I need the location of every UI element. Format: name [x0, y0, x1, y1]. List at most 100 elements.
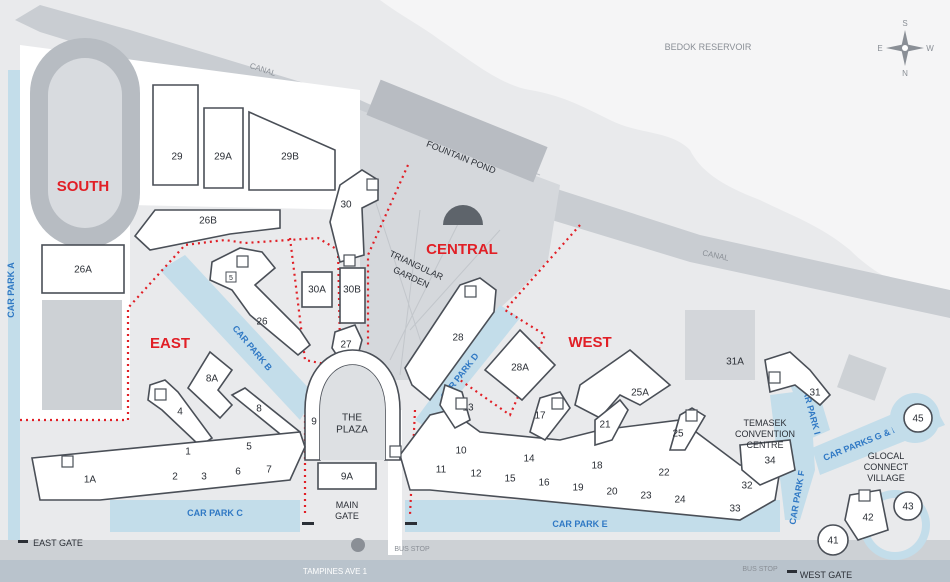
building-41[interactable]: 41: [817, 524, 849, 556]
the-plaza[interactable]: THE PLAZA: [304, 349, 401, 461]
svg-text:5: 5: [229, 275, 233, 282]
building-25a[interactable]: 25A: [574, 348, 672, 420]
temasek-convention-centre[interactable]: TEMASEK CONVENTION CENTRE 34: [735, 418, 796, 486]
building-10[interactable]: 10: [455, 446, 467, 457]
building-5[interactable]: 5: [246, 442, 252, 453]
building-18[interactable]: 18: [591, 461, 603, 472]
car-park-c[interactable]: [110, 500, 300, 532]
svg-text:S: S: [902, 19, 907, 28]
building-30[interactable]: 30: [329, 169, 379, 264]
building-8a[interactable]: 8A: [186, 350, 234, 420]
building-16[interactable]: 16: [538, 478, 550, 489]
car-park-e-label: CAR PARK E: [552, 519, 607, 529]
restroom-icon: [343, 254, 356, 267]
building-24[interactable]: 24: [674, 495, 686, 506]
restroom-icon: [768, 371, 781, 384]
svg-text:10: 10: [455, 446, 467, 457]
svg-text:29: 29: [171, 152, 183, 163]
building-15[interactable]: 15: [504, 474, 516, 485]
building-5-upper: 5: [225, 271, 237, 283]
svg-text:24: 24: [674, 495, 686, 506]
svg-text:20: 20: [606, 487, 618, 498]
east-block-row[interactable]: [31, 431, 306, 501]
svg-text:TEMASEK: TEMASEK: [743, 418, 786, 428]
east-gate-label[interactable]: EAST GATE: [33, 538, 83, 548]
svg-text:26B: 26B: [199, 216, 217, 227]
building-26a[interactable]: 26A: [41, 244, 125, 294]
svg-text:30: 30: [340, 200, 352, 211]
zone-west: WEST: [568, 334, 611, 351]
building-12[interactable]: 12: [470, 469, 482, 480]
building-23[interactable]: 23: [640, 491, 652, 502]
building-13[interactable]: 13: [439, 383, 474, 430]
building-42[interactable]: 42: [844, 489, 889, 541]
svg-text:9A: 9A: [341, 472, 354, 483]
building-3[interactable]: 3: [201, 472, 207, 483]
svg-text:9: 9: [311, 417, 317, 428]
building-33[interactable]: 33: [729, 504, 741, 515]
building-7[interactable]: 7: [266, 465, 272, 476]
svg-text:22: 22: [658, 468, 670, 479]
building-9[interactable]: 9: [311, 417, 317, 428]
tampines-ave-1: [0, 540, 950, 560]
building-14[interactable]: 14: [523, 454, 535, 465]
building-43[interactable]: 43: [893, 491, 923, 521]
fountain-pond: [366, 79, 548, 183]
building-29a[interactable]: 29A: [203, 107, 244, 189]
restroom-icon: [61, 455, 74, 468]
building-29[interactable]: 29: [152, 84, 199, 186]
building-31[interactable]: 31: [764, 351, 832, 407]
restroom-icon: [685, 409, 698, 422]
restroom-icon: [389, 445, 402, 458]
svg-text:14: 14: [523, 454, 535, 465]
glocal-connect-village[interactable]: GLOCAL CONNECT VILLAGE: [864, 451, 909, 483]
building-1a[interactable]: 1A: [84, 475, 97, 486]
svg-text:16: 16: [538, 478, 550, 489]
building-22[interactable]: 22: [658, 468, 670, 479]
svg-text:25A: 25A: [631, 388, 649, 399]
main-gate-marker: [302, 522, 314, 525]
building-11[interactable]: 11: [436, 465, 447, 476]
tampines-label: TAMPINES AVE 1: [303, 567, 368, 576]
roundabout: [351, 538, 365, 552]
garden-dome: [443, 205, 483, 225]
building-19[interactable]: 19: [572, 483, 584, 494]
restroom-icon: [858, 489, 871, 502]
car-park-a-label: CAR PARK A: [6, 262, 16, 318]
car-park-i[interactable]: [790, 380, 830, 438]
svg-text:1: 1: [185, 447, 191, 458]
building-9a[interactable]: 9A: [317, 462, 377, 490]
svg-text:4: 4: [177, 407, 183, 418]
svg-text:CENTRE: CENTRE: [746, 440, 783, 450]
svg-text:15: 15: [504, 474, 516, 485]
svg-text:17: 17: [534, 411, 546, 422]
svg-text:7: 7: [266, 465, 272, 476]
restroom-icon: [455, 397, 468, 410]
car-park-b[interactable]: [160, 255, 315, 420]
building-21[interactable]: 21: [594, 398, 629, 447]
building-29b[interactable]: 29B: [248, 110, 336, 191]
building-32[interactable]: 32: [741, 481, 753, 492]
svg-text:31: 31: [809, 388, 821, 399]
building-30b[interactable]: 30B: [339, 267, 366, 324]
building-31a[interactable]: 31A: [726, 357, 744, 368]
building-1[interactable]: 1: [185, 447, 191, 458]
building-30a[interactable]: 30A: [301, 271, 333, 308]
west-gate-label[interactable]: WEST GATE: [800, 570, 852, 580]
svg-text:34: 34: [764, 456, 776, 467]
building-28[interactable]: 28: [404, 277, 497, 402]
building-28a[interactable]: 28A: [483, 328, 557, 402]
building-45[interactable]: 45: [903, 403, 933, 433]
svg-text:19: 19: [572, 483, 584, 494]
building-20[interactable]: 20: [606, 487, 618, 498]
svg-text:BUS STOP: BUS STOP: [742, 566, 778, 573]
svg-text:30B: 30B: [343, 285, 361, 296]
car-park-a[interactable]: [8, 70, 20, 540]
building-26b[interactable]: 26B: [133, 209, 281, 251]
building-2[interactable]: 2: [172, 472, 178, 483]
svg-text:GLOCAL: GLOCAL: [868, 451, 905, 461]
svg-text:27: 27: [340, 340, 352, 351]
car-park-c-label: CAR PARK C: [187, 508, 243, 518]
building-6[interactable]: 6: [235, 467, 241, 478]
svg-text:5: 5: [246, 442, 252, 453]
